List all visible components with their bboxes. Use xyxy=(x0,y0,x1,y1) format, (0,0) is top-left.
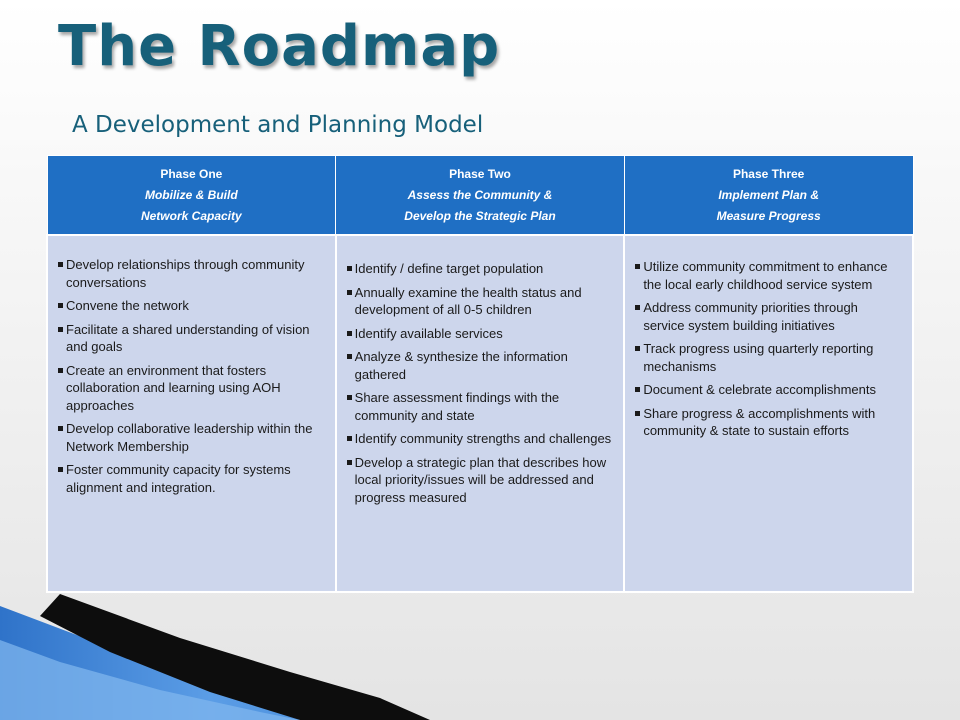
phase-one-subtitle-line1: Mobilize & Build xyxy=(144,187,238,202)
phase-three-subtitle-line1: Implement Plan & xyxy=(718,187,819,202)
list-item: Develop relationships through community … xyxy=(58,256,325,291)
slide-subtitle: A Development and Planning Model xyxy=(72,112,484,138)
list-item: Identify available services xyxy=(346,325,614,343)
list-item: Utilize community commitment to enhance … xyxy=(635,258,902,293)
phase-two-subtitle-line2: Develop the Strategic Plan xyxy=(404,208,556,223)
phase-three-header: Phase Three Implement Plan & Measure Pro… xyxy=(623,155,914,236)
list-item: Develop a strategic plan that describes … xyxy=(346,454,614,507)
phase-one-title: Phase One xyxy=(160,166,223,181)
phase-one-header: Phase One Mobilize & Build Network Capac… xyxy=(46,155,337,236)
phase-one-items: Develop relationships through community … xyxy=(46,234,337,593)
phase-two-list: Identify / define target population Annu… xyxy=(346,260,614,507)
list-item: Develop collaborative leadership within … xyxy=(58,420,325,455)
swoosh-dark-band xyxy=(40,594,430,720)
decorative-swoosh xyxy=(0,594,430,720)
list-item: Address community priorities through ser… xyxy=(635,299,902,334)
phase-items-row: Develop relationships through community … xyxy=(46,234,914,593)
list-item: Create an environment that fosters colla… xyxy=(58,362,325,415)
list-item: Foster community capacity for systems al… xyxy=(58,461,325,496)
roadmap-table: Phase One Mobilize & Build Network Capac… xyxy=(46,155,914,593)
list-item: Share progress & accomplishments with co… xyxy=(635,405,902,440)
swoosh-blue-band xyxy=(0,606,420,720)
slide-title: The Roadmap xyxy=(58,14,501,79)
swoosh-light-band xyxy=(0,640,300,720)
list-item: Track progress using quarterly reporting… xyxy=(635,340,902,375)
phase-two-header: Phase Two Assess the Community & Develop… xyxy=(335,155,625,236)
phase-one-subtitle-line2: Network Capacity xyxy=(140,208,242,223)
list-item: Identify community strengths and challen… xyxy=(346,430,614,448)
list-item: Analyze & synthesize the information gat… xyxy=(346,348,614,383)
phase-header-row: Phase One Mobilize & Build Network Capac… xyxy=(46,155,914,236)
list-item: Convene the network xyxy=(58,297,325,315)
list-item: Document & celebrate accomplishments xyxy=(635,381,902,399)
list-item: Share assessment findings with the commu… xyxy=(346,389,614,424)
phase-three-title: Phase Three xyxy=(732,166,805,181)
phase-three-subtitle-line2: Measure Progress xyxy=(716,208,821,223)
list-item: Facilitate a shared understanding of vis… xyxy=(58,321,325,356)
phase-three-list: Utilize community commitment to enhance … xyxy=(635,258,902,440)
phase-two-title: Phase Two xyxy=(449,166,511,181)
phase-two-items: Identify / define target population Annu… xyxy=(334,234,626,593)
phase-one-list: Develop relationships through community … xyxy=(58,256,325,496)
phase-three-items: Utilize community commitment to enhance … xyxy=(623,234,914,593)
list-item: Identify / define target population xyxy=(346,260,614,278)
list-item: Annually examine the health status and d… xyxy=(346,284,614,319)
phase-two-subtitle-line1: Assess the Community & xyxy=(407,187,553,202)
